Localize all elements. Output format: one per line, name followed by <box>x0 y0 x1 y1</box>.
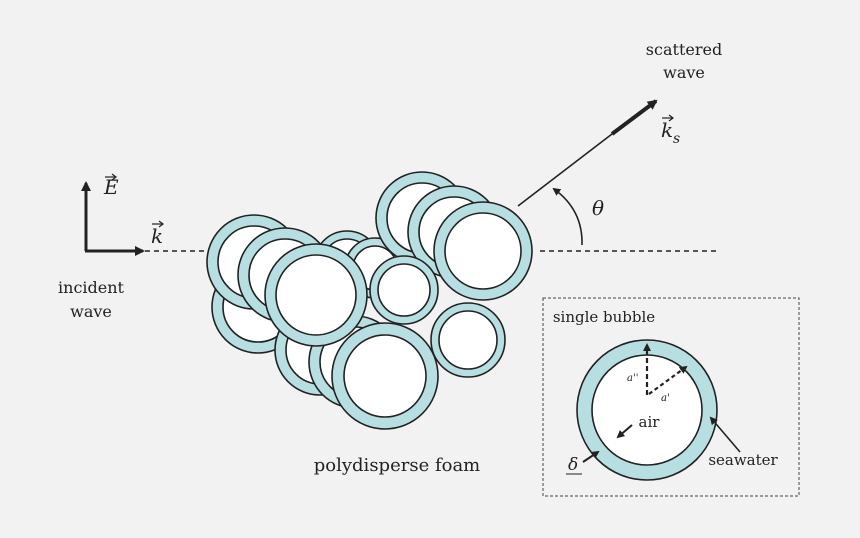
scattered-wave-label-line2: wave <box>663 63 705 82</box>
foam-cluster <box>206 171 533 430</box>
air-label: air <box>639 413 661 431</box>
polarization-arrows <box>81 181 145 256</box>
scattered-direction-line <box>517 133 613 207</box>
ks-label: k s <box>661 114 680 147</box>
foam-bubble <box>264 243 368 347</box>
E-label-text: E <box>103 175 119 199</box>
inner-radius-label: a' <box>661 393 670 404</box>
outer-radius-label: a'' <box>627 373 638 384</box>
shell-thickness-label: δ <box>568 455 578 475</box>
scattered-wave-label-line1: scattered <box>646 40 722 59</box>
shell-thickness-arrow-outer <box>582 450 600 463</box>
ks-subscript: s <box>673 131 680 147</box>
shell-thickness-arrow-inner <box>616 424 633 439</box>
foam-bubble <box>430 302 506 378</box>
foam-bubble <box>433 201 533 301</box>
incident-wave-label-line2: wave <box>70 302 112 321</box>
single-bubble-inset: single bubble a'' a' air δ seawater <box>542 297 800 497</box>
inner-radius-arrow <box>648 365 688 395</box>
k-label: k <box>151 220 164 248</box>
theta-label: θ <box>592 196 604 220</box>
ks-label-text: k <box>661 118 673 142</box>
foam-bubble <box>331 322 439 430</box>
theta-angle-arc <box>552 187 583 246</box>
E-label: E <box>103 173 119 199</box>
seawater-pointer-arrow <box>709 416 741 453</box>
incident-wave-label-line1: incident <box>58 278 125 297</box>
k-label-text: k <box>151 224 163 248</box>
seawater-label: seawater <box>708 451 778 469</box>
inset-frame <box>542 297 800 497</box>
scattered-wave-vector-arrow <box>610 99 658 136</box>
foam-bubble <box>369 255 439 325</box>
single-bubble-label: single bubble <box>553 308 655 326</box>
foam-label: polydisperse foam <box>314 455 481 476</box>
